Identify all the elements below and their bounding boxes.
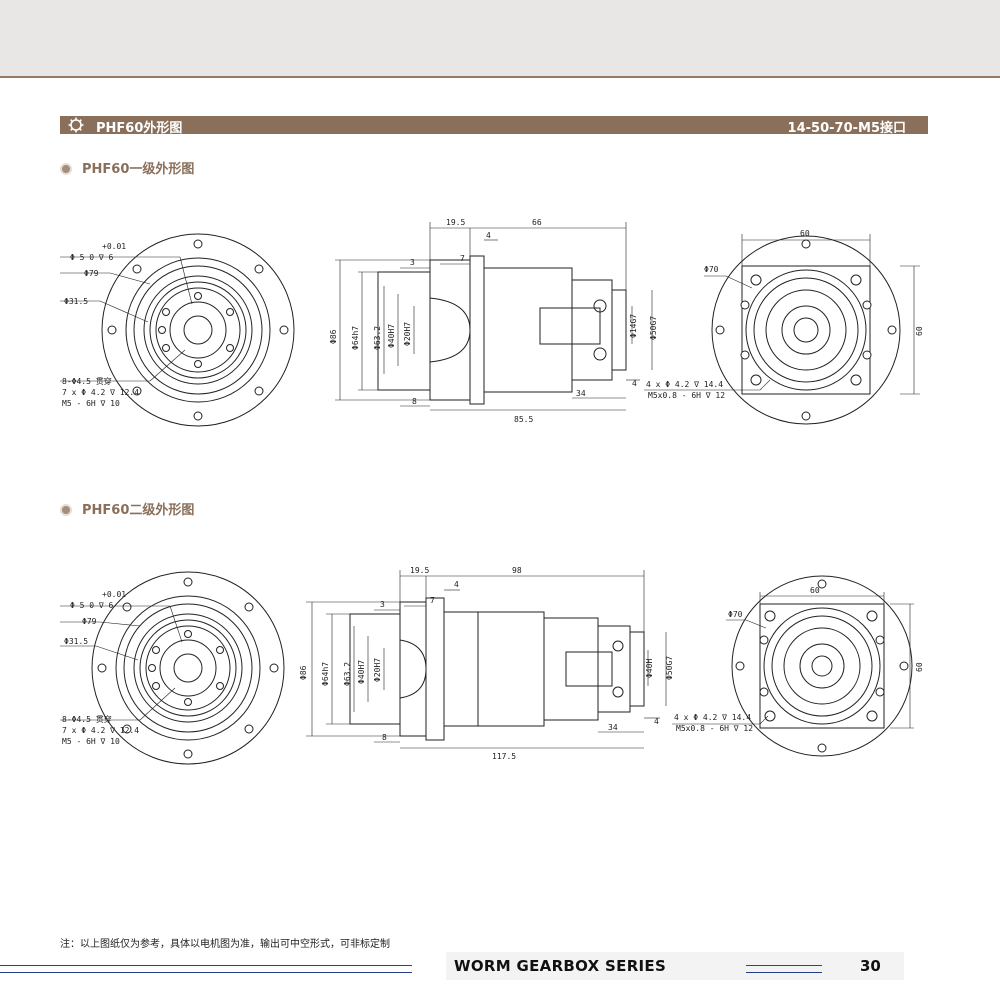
dim-4-top: 4 bbox=[454, 580, 459, 589]
dim-dia70: Φ70 bbox=[704, 265, 719, 274]
footer-rule-left bbox=[0, 965, 412, 973]
callout-tol: +0.01 bbox=[102, 590, 126, 599]
dim-dia632: Φ63.2 bbox=[373, 326, 382, 350]
callout-pcd79: Φ79 bbox=[82, 617, 97, 626]
dim-34: 34 bbox=[576, 389, 586, 398]
gear-icon bbox=[66, 117, 86, 137]
front-view-1: +0.01 Φ 5 0 ∇ 6 Φ79 Φ31.5 8-Φ4.5 贯穿 7 x … bbox=[60, 233, 295, 427]
page-footer: WORM GEARBOX SERIES 30 bbox=[0, 952, 1000, 982]
dim-19-5: 19.5 bbox=[410, 566, 429, 575]
callout-dia315: Φ31.5 bbox=[64, 637, 88, 646]
dim-117-5: 117.5 bbox=[492, 752, 516, 761]
dim-3: 3 bbox=[410, 258, 415, 267]
dim-98: 98 bbox=[512, 566, 522, 575]
callout-thread: M5 - 6H ∇ 10 bbox=[62, 737, 120, 746]
dim-85-5: 85.5 bbox=[514, 415, 533, 424]
dim-4-bottom: 4 bbox=[632, 379, 637, 388]
header-spec: 14-50-70-M5接口 bbox=[787, 121, 906, 136]
rear-view-2: 60 Φ70 60 4 x Φ 4.2 ∇ 14.4 M5x0.8 - 6H ∇… bbox=[672, 575, 924, 757]
callout-mount-thread: M5x0.8 - 6H ∇ 12 bbox=[676, 724, 753, 733]
dim-dia20: Φ20H7 bbox=[373, 658, 382, 682]
dim-dia70: Φ70 bbox=[728, 610, 743, 619]
dim-19-5: 19.5 bbox=[446, 218, 465, 227]
footer-rule-right bbox=[746, 965, 822, 973]
dim-8: 8 bbox=[412, 397, 417, 406]
callout-tapped-holes: 7 x Φ 4.2 ∇ 12.4 bbox=[62, 726, 139, 735]
callout-mount-holes: 4 x Φ 4.2 ∇ 14.4 bbox=[646, 380, 723, 389]
drawing-stage-1: +0.01 Φ 5 0 ∇ 6 Φ79 Φ31.5 8-Φ4.5 贯穿 7 x … bbox=[60, 218, 924, 427]
section-title-2: PHF60二级外形图 bbox=[60, 499, 194, 518]
drawing-stage-2: +0.01 Φ 5 0 ∇ 6 Φ79 Φ31.5 8-Φ4.5 贯穿 7 x … bbox=[60, 566, 924, 765]
dim-dia86: Φ86 bbox=[299, 665, 308, 680]
dim-width-60: 60 bbox=[800, 229, 810, 238]
callout-thru-holes: 8-Φ4.5 贯穿 bbox=[62, 714, 112, 724]
front-view-2: +0.01 Φ 5 0 ∇ 6 Φ79 Φ31.5 8-Φ4.5 贯穿 7 x … bbox=[60, 571, 285, 765]
dim-8: 8 bbox=[382, 733, 387, 742]
header-bar: PHF60外形图 14-50-70-M5接口 bbox=[60, 116, 928, 137]
dim-dia40: Φ40H7 bbox=[357, 660, 366, 684]
dim-dia50: Φ50G7 bbox=[665, 656, 674, 680]
callout-keyway: Φ 5 0 ∇ 6 bbox=[70, 253, 114, 262]
dim-4-top: 4 bbox=[486, 231, 491, 240]
dim-dia64: Φ64h7 bbox=[351, 326, 360, 350]
dim-4-bottom: 4 bbox=[654, 717, 659, 726]
dim-3: 3 bbox=[380, 600, 385, 609]
dim-dia64: Φ64h7 bbox=[321, 662, 330, 686]
dim-width-60: 60 bbox=[810, 586, 820, 595]
section-title-1: PHF60一级外形图 bbox=[60, 158, 194, 177]
dim-dia40: Φ40H7 bbox=[387, 324, 396, 348]
callout-dia315: Φ31.5 bbox=[64, 297, 88, 306]
callout-mount-holes: 4 x Φ 4.2 ∇ 14.4 bbox=[674, 713, 751, 722]
callout-tapped-holes: 7 x Φ 4.2 ∇ 12.4 bbox=[62, 388, 139, 397]
side-view-1: 19.5 66 4 3 7 Φ86 Φ64h7 Φ63.2 Φ40H7 Φ20H… bbox=[329, 218, 658, 424]
callout-thread: M5 - 6H ∇ 10 bbox=[62, 399, 120, 408]
callout-keyway: Φ 5 0 ∇ 6 bbox=[70, 601, 114, 610]
dim-dia20: Φ20H7 bbox=[403, 322, 412, 346]
bullet-icon bbox=[60, 163, 72, 175]
dim-height-60: 60 bbox=[915, 662, 924, 672]
dim-dia50: Φ50G7 bbox=[649, 316, 658, 340]
top-band bbox=[0, 0, 1000, 78]
callout-thru-holes: 8-Φ4.5 贯穿 bbox=[62, 376, 112, 386]
callout-mount-thread: M5x0.8 - 6H ∇ 12 bbox=[648, 391, 725, 400]
dim-7: 7 bbox=[460, 254, 465, 263]
dim-height-60: 60 bbox=[915, 326, 924, 336]
dim-dia632: Φ63.2 bbox=[343, 662, 352, 686]
dim-dia40h: Φ40H bbox=[645, 659, 654, 678]
footnote: 注：以上图纸仅为参考，具体以电机图为准，输出可中空形式，可非标定制 bbox=[60, 939, 390, 950]
side-view-2: 19.5 98 4 3 7 Φ86 Φ64h7 Φ63.2 Φ40H7 Φ20H… bbox=[299, 566, 674, 761]
dim-dia86: Φ86 bbox=[329, 329, 338, 344]
bullet-icon bbox=[60, 504, 72, 516]
callout-pcd79: Φ79 bbox=[84, 269, 99, 278]
header-title: PHF60外形图 bbox=[96, 121, 183, 136]
dim-34: 34 bbox=[608, 723, 618, 732]
dim-dia14: Φ14G7 bbox=[629, 314, 638, 338]
rear-view-1: 60 Φ70 60 4 x Φ 4.2 ∇ 14.4 M5x0.8 - 6H ∇… bbox=[644, 229, 924, 425]
footer-series: WORM GEARBOX SERIES bbox=[454, 957, 667, 975]
page-number: 30 bbox=[860, 957, 881, 975]
dim-66: 66 bbox=[532, 218, 542, 227]
dim-7: 7 bbox=[430, 596, 435, 605]
callout-tol: +0.01 bbox=[102, 242, 126, 251]
footer-box bbox=[446, 952, 904, 980]
